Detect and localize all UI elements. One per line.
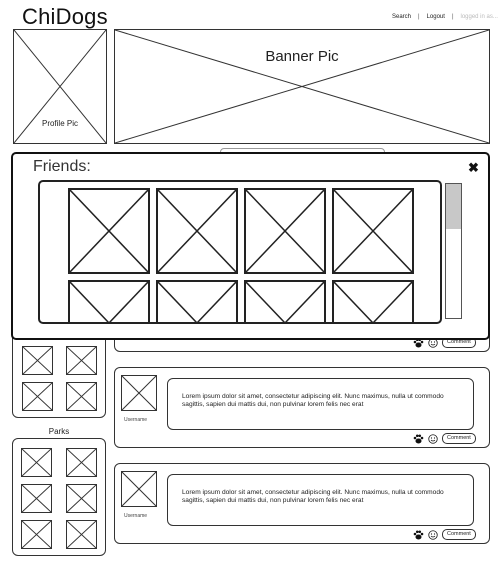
friend-tile[interactable] (244, 188, 326, 274)
brand-logo[interactable]: ChiDogs (22, 4, 108, 29)
post-username[interactable]: Username (124, 513, 148, 519)
top-nav: Search | Logout | logged in as... (392, 14, 498, 20)
close-icon[interactable]: ✖ (468, 160, 479, 175)
logged-in-status: logged in as... (460, 14, 498, 20)
friends-grid (38, 180, 442, 324)
nav-separator: | (418, 14, 420, 20)
smiley-icon[interactable] (428, 433, 438, 444)
park-thumb[interactable] (21, 484, 52, 513)
post-card: Username Lorem ipsum dolor sit amet, con… (114, 463, 490, 544)
post-username[interactable]: Username (124, 417, 148, 423)
post-user-avatar[interactable] (121, 375, 157, 411)
parks-panel (12, 438, 106, 556)
park-thumb[interactable] (21, 520, 52, 549)
comment-button[interactable]: Comment (442, 433, 476, 444)
friend-tile[interactable] (68, 280, 150, 322)
paw-icon[interactable] (413, 529, 424, 540)
friends-modal-title: Friends: (33, 158, 91, 175)
friend-tile[interactable] (332, 280, 414, 322)
banner-pic[interactable]: Banner Pic (114, 29, 490, 144)
post-actions: Comment (413, 433, 476, 444)
smiley-icon[interactable] (428, 529, 438, 540)
friends-scrollbar[interactable] (445, 183, 462, 319)
friend-tile[interactable] (68, 188, 150, 274)
park-thumb[interactable] (66, 520, 97, 549)
friend-thumb[interactable] (66, 382, 97, 411)
friends-modal: Friends: ✖ (11, 152, 490, 340)
park-thumb[interactable] (21, 448, 52, 477)
friend-thumb[interactable] (22, 346, 53, 375)
post-card: Username Lorem ipsum dolor sit amet, con… (114, 367, 490, 448)
post-actions: Comment (413, 529, 476, 540)
profile-pic[interactable]: Profile Pic (13, 29, 107, 144)
banner-pic-label: Banner Pic (265, 48, 339, 65)
logout-link[interactable]: Logout (426, 14, 445, 20)
parks-title: Parks (48, 427, 70, 436)
friend-thumb[interactable] (66, 346, 97, 375)
search-link[interactable]: Search (392, 14, 412, 20)
paw-icon[interactable] (413, 433, 424, 444)
friend-tile[interactable] (332, 188, 414, 274)
post-text: Lorem ipsum dolor sit amet, consectetur … (167, 474, 474, 526)
park-thumb[interactable] (66, 484, 97, 513)
scrollbar-thumb[interactable] (446, 184, 461, 229)
friend-tile[interactable] (156, 188, 238, 274)
friend-thumb[interactable] (22, 382, 53, 411)
post-text: Lorem ipsum dolor sit amet, consectetur … (167, 378, 474, 430)
friend-tile[interactable] (244, 280, 326, 322)
profile-pic-label: Profile Pic (41, 119, 78, 128)
friend-tile[interactable] (156, 280, 238, 322)
comment-button[interactable]: Comment (442, 529, 476, 540)
post-user-avatar[interactable] (121, 471, 157, 507)
nav-separator: | (451, 14, 454, 20)
park-thumb[interactable] (66, 448, 97, 477)
